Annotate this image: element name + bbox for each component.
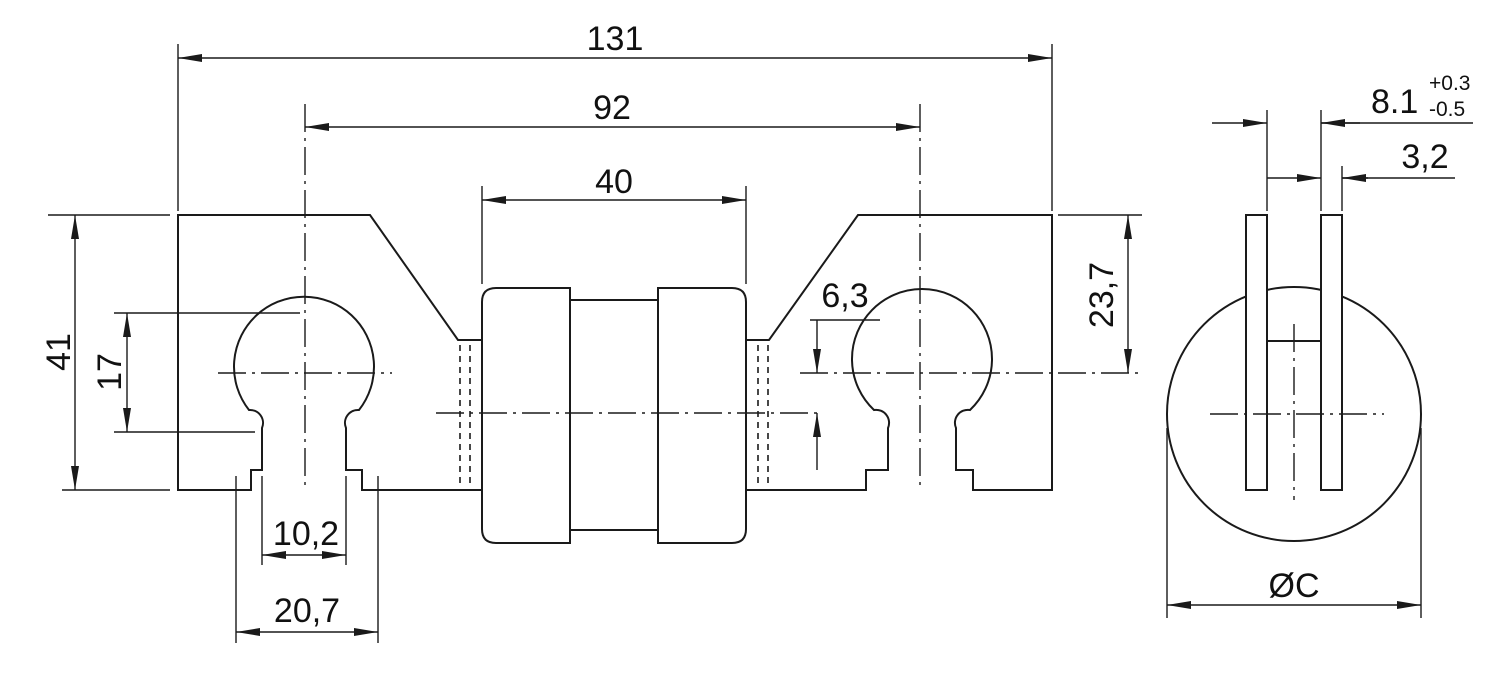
dimension-lines xyxy=(71,54,1473,636)
front-view xyxy=(177,104,1138,544)
dim-23-7-label: 23,7 xyxy=(1083,262,1121,328)
dim-41-label: 41 xyxy=(40,333,78,371)
side-view xyxy=(1166,214,1422,542)
fuse-body xyxy=(481,287,747,544)
left-terminal xyxy=(177,214,483,491)
dim-8-1-label: 8.1 xyxy=(1371,83,1418,121)
dimension-labels: 131 92 40 41 17 10,2 20,7 6,3 23,7 8.1 +… xyxy=(40,20,1470,630)
dim-20-7-label: 20,7 xyxy=(274,592,340,630)
dim-6-3-label: 6,3 xyxy=(821,277,868,315)
extension-lines xyxy=(48,44,1422,643)
dim-40-label: 40 xyxy=(595,163,633,201)
dim-8-1-tol-upper: +0.3 xyxy=(1429,72,1470,95)
right-terminal xyxy=(745,214,1053,491)
right-blade xyxy=(1320,214,1343,491)
left-blade xyxy=(1245,214,1268,491)
dim-131-label: 131 xyxy=(587,20,644,58)
dim-8-1-tol-lower: -0.5 xyxy=(1429,98,1465,121)
dim-17-label: 17 xyxy=(91,353,129,391)
dim-diameter-label: ØC xyxy=(1269,567,1320,605)
dim-92-label: 92 xyxy=(593,89,631,127)
dim-3-2-label: 3,2 xyxy=(1401,138,1448,176)
dim-10-2-label: 10,2 xyxy=(273,515,339,553)
body-circle xyxy=(1166,286,1422,542)
